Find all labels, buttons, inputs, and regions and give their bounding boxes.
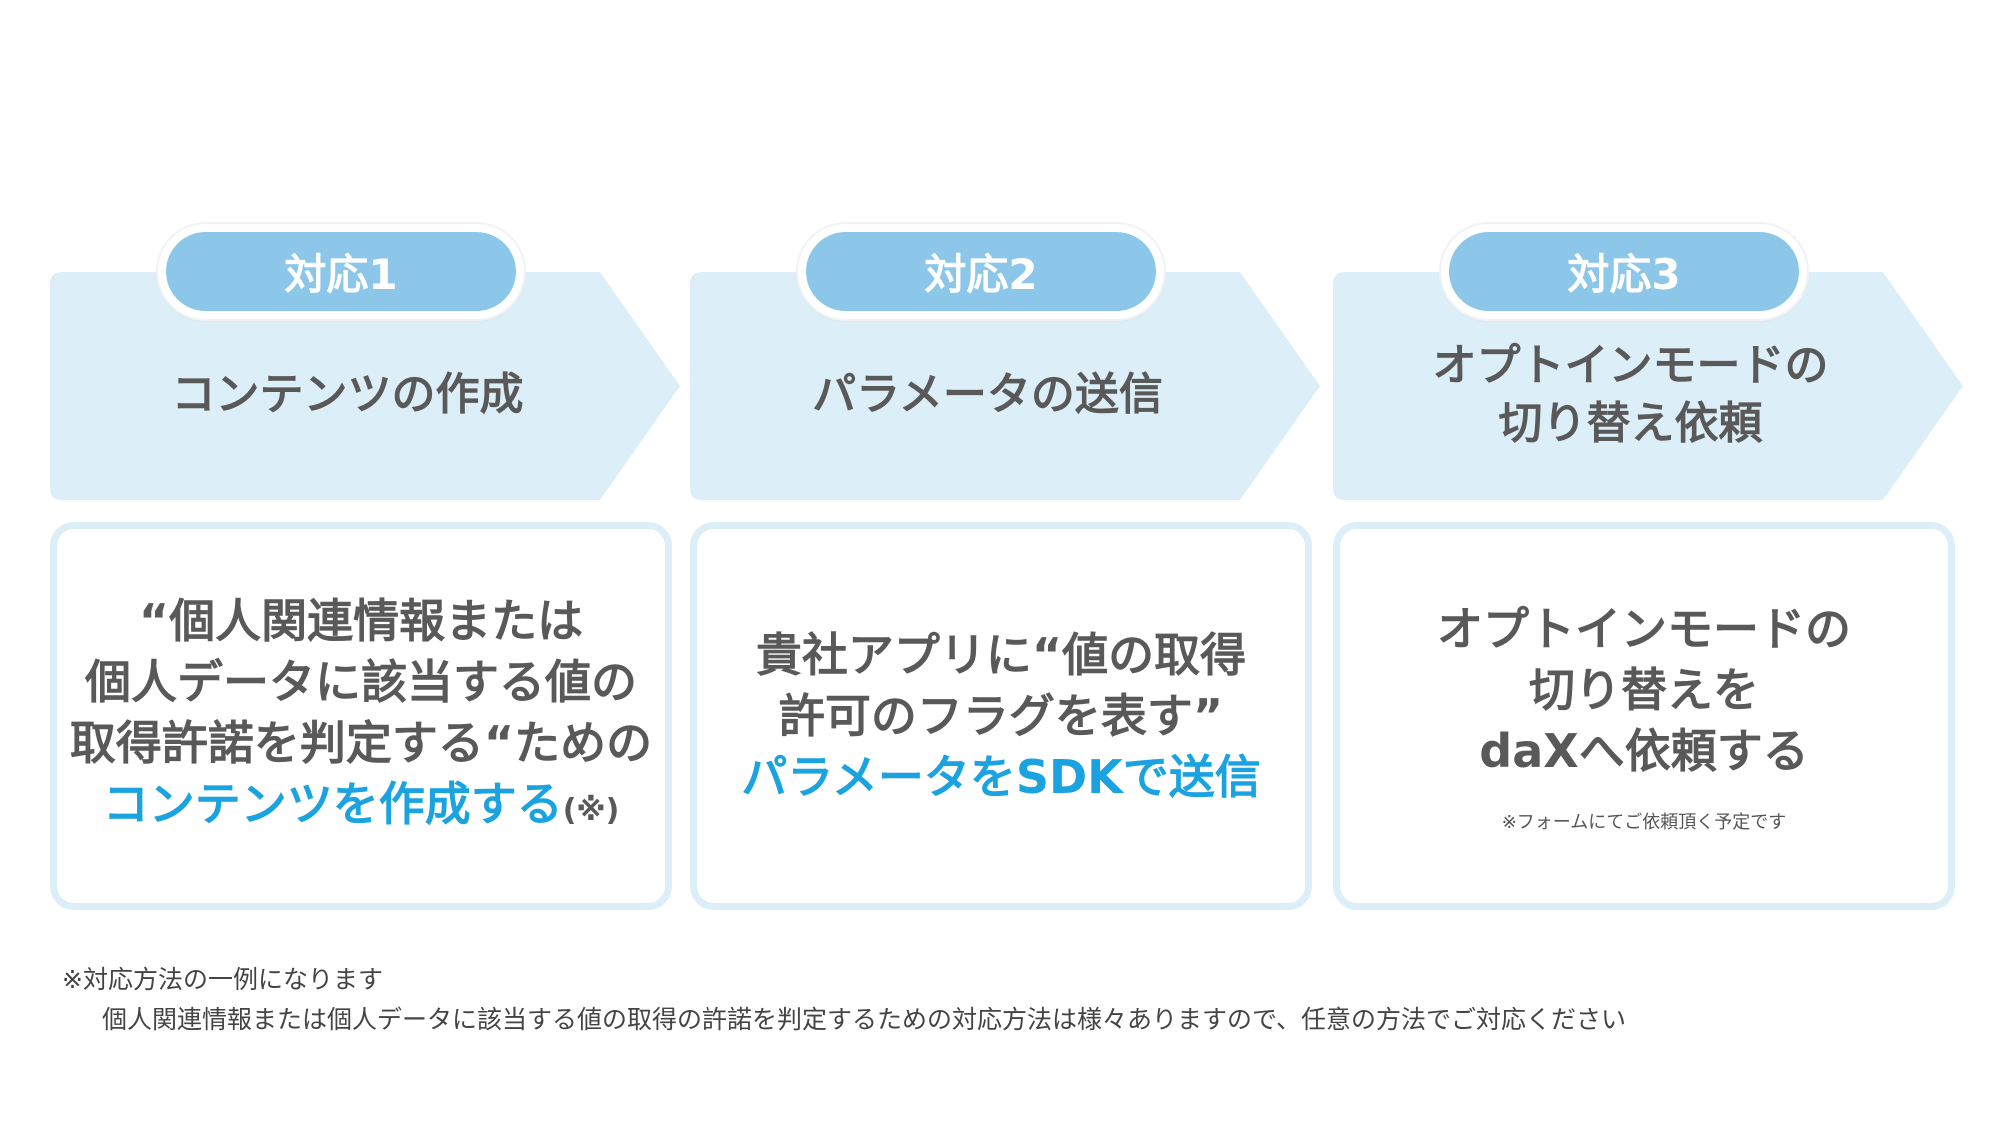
step-1-arrow-banner xyxy=(50,272,680,500)
step-3-body-line: 切り替えを xyxy=(1529,662,1759,717)
step-2-arrow-banner xyxy=(690,272,1320,500)
step-1-body-highlight-line: コンテンツを作成する(※) xyxy=(70,774,652,841)
step-1-body-line: 取得許諾を判定する“ための xyxy=(69,716,653,770)
step-1-column: コンテンツの作成 対応1 “個人関連情報または 個人データに該当する値の 取得許… xyxy=(50,0,730,1125)
step-3-card-text: オプトインモードの 切り替えを daXへ依頼する xyxy=(1437,599,1851,782)
footnote-line: ※対応方法の一例になります xyxy=(62,965,383,994)
step-3-body-line: オプトインモードの xyxy=(1437,601,1851,656)
step-1-body-highlight: コンテンツを作成する xyxy=(102,777,563,831)
step-2-card-text: 貴社アプリに“値の取得 許可のフラグを表す” パラメータをSDKで送信 xyxy=(741,625,1261,808)
footnote-line: 個人関連情報または個人データに該当する値の取得の許諾を判定するための対応方法は様… xyxy=(102,1005,1627,1034)
step-1-card-text: “個人関連情報または 個人データに該当する値の 取得許諾を判定する“ための コン… xyxy=(70,591,652,841)
step-2-body-highlight: パラメータをSDKで送信 xyxy=(741,749,1261,804)
step-2-column: パラメータの送信 対応2 貴社アプリに“値の取得 許可のフラグを表す” パラメー… xyxy=(690,0,1370,1125)
step-3-badge-label: 対応3 xyxy=(1449,232,1799,311)
step-3-column: オプトインモードの 切り替え依頼 対応3 オプトインモードの 切り替えを daX… xyxy=(1333,0,2000,1125)
step-3-arrow-banner xyxy=(1333,272,1963,500)
step-3-title: オプトインモードの 切り替え依頼 xyxy=(1333,272,1928,500)
step-3-badge: 対応3 xyxy=(1441,224,1807,319)
footnote: ※対応方法の一例になります 個人関連情報または個人データに該当する値の取得の許諾… xyxy=(62,960,1626,1040)
step-2-badge-label: 対応2 xyxy=(806,232,1156,311)
step-1-title: コンテンツの作成 xyxy=(50,272,645,500)
step-2-body-line: 許可のフラグを表す” xyxy=(778,688,1224,743)
step-1-badge: 対応1 xyxy=(158,224,524,319)
step-3-note: ※フォームにてご依頼頂く予定です xyxy=(1501,811,1787,833)
step-2-title-line: パラメータの送信 xyxy=(812,369,1163,420)
step-3-title-line: 切り替え依頼 xyxy=(1498,398,1763,449)
step-1-body-line: “個人関連情報または xyxy=(138,594,584,648)
step-1-body-line: 個人データに該当する値の xyxy=(84,655,637,709)
step-2-body-line: 貴社アプリに“値の取得 xyxy=(755,627,1247,682)
step-3-title-line: オプトインモードの xyxy=(1432,340,1829,391)
step-1-card: “個人関連情報または 個人データに該当する値の 取得許諾を判定する“ための コン… xyxy=(50,522,672,910)
step-3-card: オプトインモードの 切り替えを daXへ依頼する ※フォームにてご依頼頂く予定で… xyxy=(1333,522,1955,910)
step-2-badge: 対応2 xyxy=(798,224,1164,319)
step-3-body-line: daXへ依頼する xyxy=(1479,723,1809,778)
step-1-title-line: コンテンツの作成 xyxy=(171,369,524,420)
step-1-badge-label: 対応1 xyxy=(166,232,516,311)
step-2-card: 貴社アプリに“値の取得 許可のフラグを表す” パラメータをSDKで送信 xyxy=(690,522,1312,910)
step-2-title: パラメータの送信 xyxy=(690,272,1285,500)
step-1-footnote-marker: (※) xyxy=(562,793,620,828)
